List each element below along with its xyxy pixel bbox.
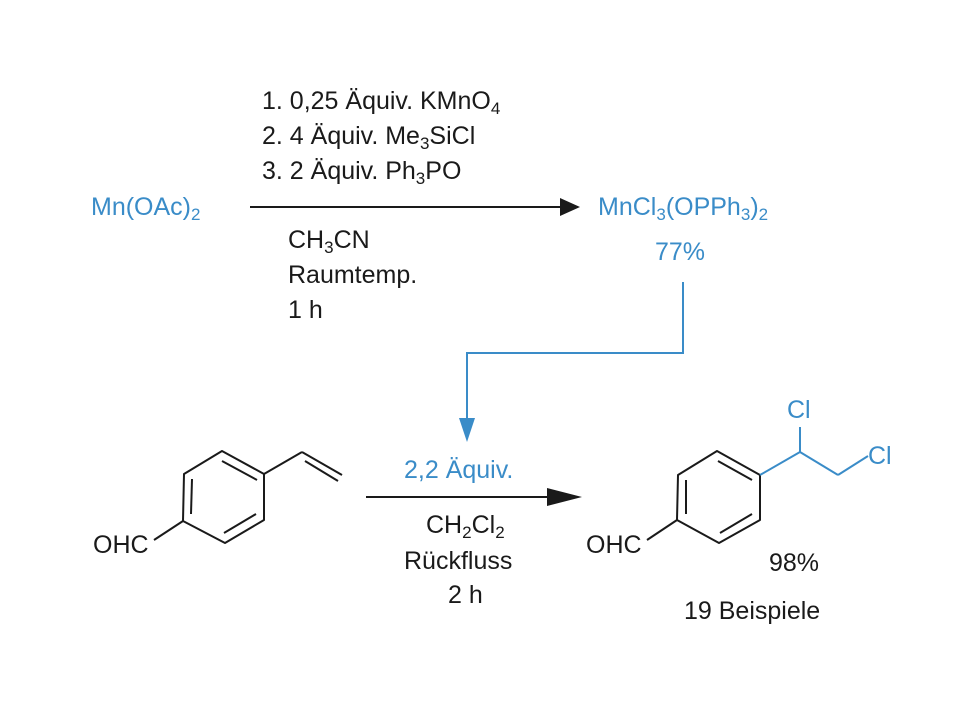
reaction-arrow-1-head	[560, 198, 580, 216]
aromatic-bond	[719, 513, 753, 534]
connector-arrow	[466, 282, 684, 425]
equivalents-label: 2,2 Äquiv.	[404, 456, 514, 484]
vinyl-bond	[263, 451, 303, 475]
aldehyde-label-right: OHC	[586, 531, 642, 559]
connector-arrow-head	[459, 418, 475, 442]
yield-step2: 98%	[769, 549, 820, 577]
reagent-ph3po: 3. 2 Äquiv. Ph3PO	[262, 157, 462, 188]
aryl-ch-bond	[759, 451, 801, 476]
dichloride-structure	[646, 450, 761, 544]
new-bonds	[759, 427, 869, 476]
aldehyde-bond	[646, 519, 678, 541]
reagent-me3sicl: 2. 4 Äquiv. Me3SiCl	[262, 122, 476, 153]
reactant-mn-acetate: Mn(OAc)2	[91, 193, 201, 224]
aromatic-bond	[190, 478, 193, 515]
aldehyde-bond	[153, 520, 184, 541]
chlorine-label-2: Cl	[868, 442, 892, 470]
aromatic-bond	[717, 460, 753, 481]
examples-count: 19 Beispiele	[684, 597, 821, 625]
aromatic-bond	[223, 513, 257, 534]
chlorine-label-1: Cl	[787, 396, 811, 424]
aldehyde-label-left: OHC	[93, 531, 149, 559]
solvent-ch2cl2: CH2Cl2	[426, 511, 505, 542]
time-label-1: 1 h	[288, 296, 323, 324]
yield-step1: 77%	[655, 238, 706, 266]
aromatic-bond	[221, 460, 258, 481]
temperature-label: Raumtemp.	[288, 261, 418, 289]
vinyl-double-bond	[304, 460, 339, 482]
c-c-bond	[799, 451, 839, 476]
reaction-arrow-2-head	[547, 488, 582, 506]
reagent-kmno4: 1. 0,25 Äquiv. KMnO4	[262, 87, 501, 118]
reflux-label: Rückfluss	[404, 547, 513, 575]
solvent-ch3cn: CH3CN	[288, 226, 370, 257]
benzene-ring-right	[676, 450, 761, 544]
time-label-2: 2 h	[448, 581, 483, 609]
product-mncl3: MnCl3(OPPh3)2	[598, 193, 769, 224]
styrene-structure	[153, 450, 343, 544]
benzene-ring-left	[182, 450, 265, 544]
c-cl-bond-2	[837, 455, 869, 476]
vinyl-double-bond	[301, 451, 343, 476]
